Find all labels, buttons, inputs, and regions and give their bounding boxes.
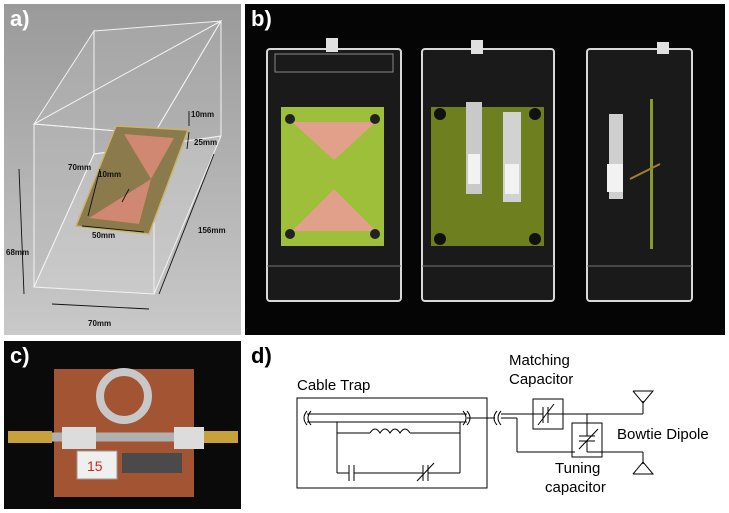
panel-b-label: b) [251,6,272,31]
panel-a-label: a) [10,6,30,31]
dim-10mm-top: 10mm [191,110,214,119]
tuning-capacitor-label-line1: Tuning [555,460,600,477]
cable-trap-photo: 15 [4,341,241,509]
dim-70mm-inner: 70mm [68,163,91,172]
dim-50mm: 50mm [92,231,115,240]
matching-capacitor-label-line1: Matching [509,352,570,369]
enclosure-side-view [586,42,693,302]
panel-c-cable-trap-photo: 15 c) [4,341,241,509]
panel-d-circuit-schematic: Cable Trap Matching Capacitor Bowtie Dip… [245,341,725,509]
cable-trap-label: Cable Trap [297,377,370,394]
enclosure-back-view [421,40,555,302]
enclosures-photo [245,4,725,335]
dim-10mm-gap: 10mm [98,170,121,179]
bowtie-dipole-label: Bowtie Dipole [617,426,709,443]
panel-a-cad-rendering: 10mm 25mm 70mm 10mm 50mm 68mm 156mm 70mm… [4,4,241,335]
dim-68mm: 68mm [6,248,29,257]
cad-enclosure-drawing: 10mm 25mm 70mm 10mm 50mm 68mm 156mm 70mm [4,4,241,335]
panel-d-label: d) [251,343,272,368]
matching-capacitor-label-line2: Capacitor [509,371,573,388]
dim-25mm: 25mm [194,138,217,147]
panel-b-photo-enclosures: b) [245,4,725,335]
panel-c-label: c) [10,343,30,368]
cable-trap-box [296,397,488,489]
enclosure-front-view [266,38,402,302]
circuit-diagram: Cable Trap Matching Capacitor Bowtie Dip… [296,352,709,496]
tuning-capacitor-label-line2: capacitor [545,479,606,496]
capacitor-tag-number: 15 [87,458,103,474]
dim-70mm-bottom: 70mm [88,319,111,328]
dim-156mm: 156mm [198,226,226,235]
